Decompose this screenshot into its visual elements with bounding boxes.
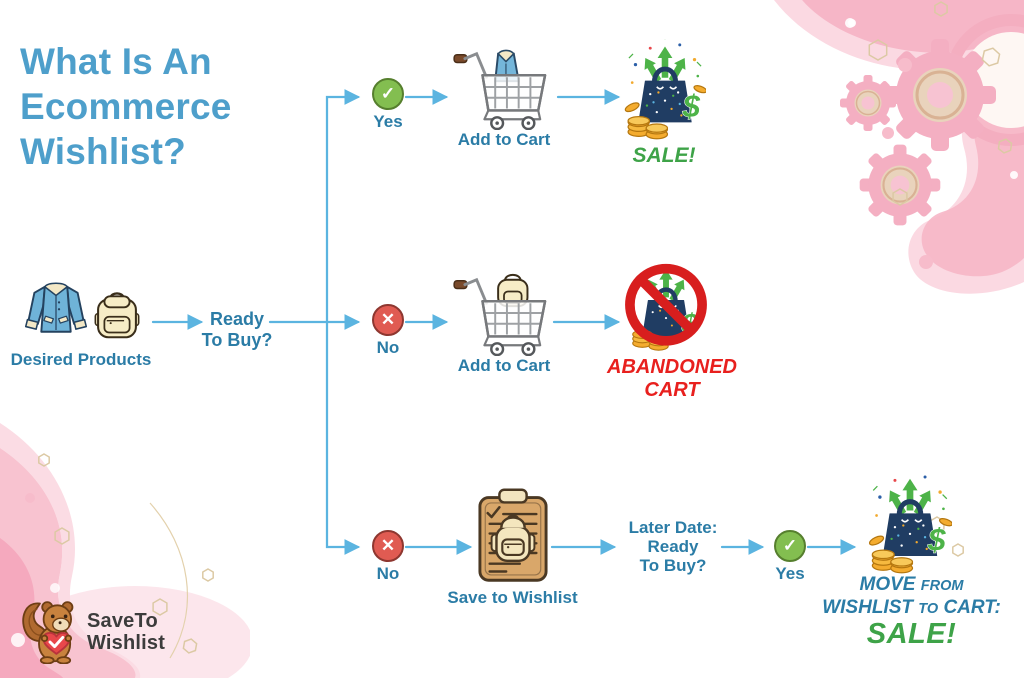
check-circle-icon: ✓ xyxy=(774,530,806,562)
middle-branch-outcome: ABANDONED CART xyxy=(592,356,752,402)
dollar-glyph: $ xyxy=(682,89,701,124)
page-title: What Is An Ecommerce Wishlist? xyxy=(20,40,232,172)
from-word: FROM xyxy=(920,578,964,594)
sale-bag-icon: $ xyxy=(624,39,706,140)
gear-icon-large xyxy=(884,39,996,151)
top-branch-outcome: SALE! xyxy=(632,144,696,167)
gear-icon-small xyxy=(840,75,896,131)
cart-word: CART: xyxy=(943,597,1001,618)
bottom-branch-answer2: Yes xyxy=(775,564,805,583)
cart-with-backpack-icon xyxy=(453,273,547,356)
cross-circle-icon: ✕ xyxy=(372,304,404,336)
logo-line2: Wishlist xyxy=(87,632,166,654)
logo-wordmark: SaveTo Wishlist xyxy=(87,610,165,654)
decision-later-line3: To Buy? xyxy=(639,556,707,575)
wishlist-word: WISHLIST xyxy=(822,597,913,618)
middle-branch-answer: No xyxy=(376,338,400,357)
prohibition-icon xyxy=(625,263,707,346)
bottom-branch-sale: SALE! xyxy=(866,618,957,650)
top-branch-step-label: Add to Cart xyxy=(457,130,551,149)
check-circle-icon: ✓ xyxy=(372,78,404,110)
move-line2: WISHLIST TO CART: xyxy=(804,597,1019,620)
cross-glyph: ✕ xyxy=(380,536,396,555)
abandoned-line1: ABANDONED xyxy=(607,356,737,378)
logo-line1: SaveTo xyxy=(87,610,158,632)
middle-branch-step-label: Add to Cart xyxy=(457,356,551,375)
decoration-top-right-swirl xyxy=(774,0,1024,294)
decision-ready-to-buy: Ready To Buy? xyxy=(196,309,278,351)
decision-later-line2: Ready xyxy=(647,537,699,556)
start-node-label: Desired Products xyxy=(10,350,152,369)
decision-later-date: Later Date: Ready To Buy? xyxy=(622,518,724,575)
cross-circle-icon: ✕ xyxy=(372,530,404,562)
decision-ready-line1: Ready xyxy=(209,309,265,329)
wishlist-clipboard-icon xyxy=(478,488,548,582)
abandoned-line2: CART xyxy=(644,379,700,401)
check-glyph: ✓ xyxy=(782,536,798,555)
move-word: MOVE xyxy=(859,574,916,595)
dollar-glyph: $ xyxy=(927,522,946,558)
bottom-branch-outcome: MOVE FROM WISHLIST TO CART: SALE! xyxy=(804,574,1019,650)
top-branch-answer: Yes xyxy=(373,112,403,131)
squirrel-logo-icon xyxy=(22,601,74,664)
check-glyph: ✓ xyxy=(380,84,396,103)
backpack-icon xyxy=(94,292,140,339)
decision-ready-line2: To Buy? xyxy=(201,330,273,350)
bottom-branch-step-label: Save to Wishlist xyxy=(447,588,578,607)
move-line1: MOVE FROM xyxy=(804,574,1019,597)
abandoned-cart-icon: $ xyxy=(625,263,707,351)
cross-glyph: ✕ xyxy=(380,310,396,329)
decision-later-line1: Later Date: xyxy=(628,518,718,537)
bottom-branch-answer1: No xyxy=(376,564,400,583)
jacket-icon xyxy=(24,282,88,333)
sale-bag-icon: $ xyxy=(868,475,952,574)
gear-icon-medium xyxy=(859,144,941,226)
cart-with-shirt-icon xyxy=(453,49,547,130)
to-word: TO xyxy=(918,601,939,617)
